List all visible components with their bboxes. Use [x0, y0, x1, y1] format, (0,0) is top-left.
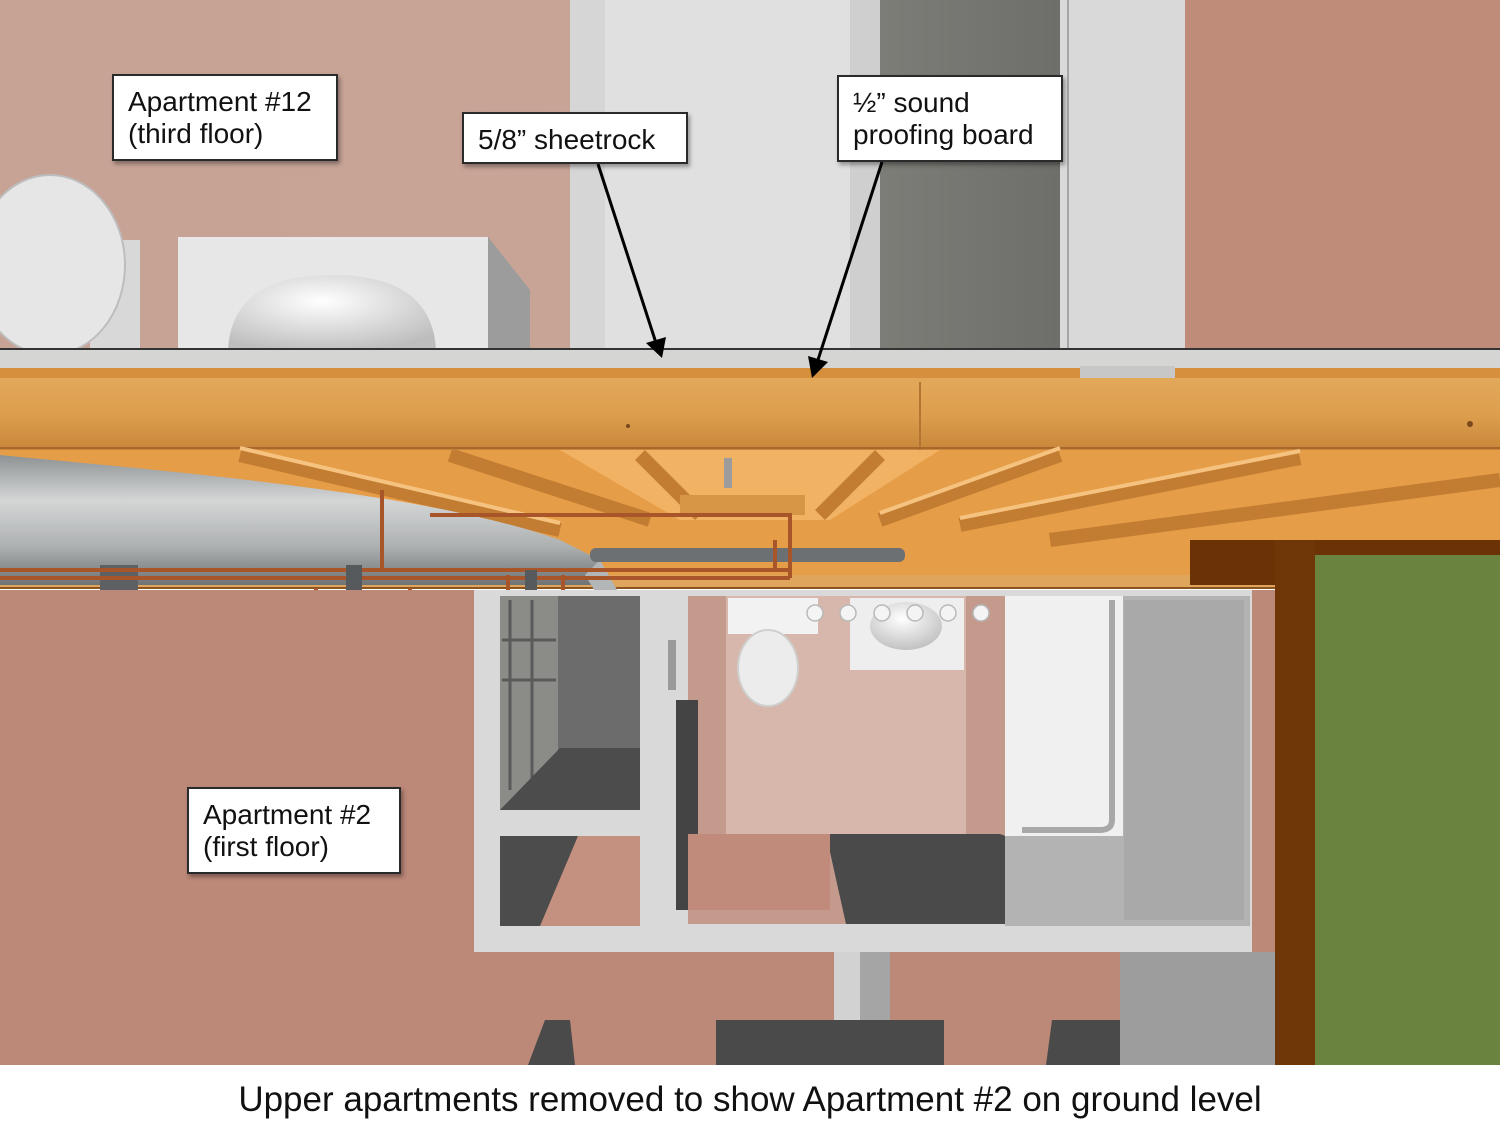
- label-apartment-12-line2: (third floor): [128, 118, 264, 149]
- label-apartment-2-line2: (first floor): [203, 831, 329, 862]
- upper-partition-face: [605, 0, 850, 350]
- callout-arrows: [596, 161, 884, 367]
- label-sheetrock: 5/8” sheetrock: [462, 112, 688, 164]
- label-sound-board: ½” sound proofing board: [837, 75, 1063, 162]
- upper-partition-right: [1060, 0, 1185, 350]
- upper-partition-edge: [850, 0, 880, 350]
- floor-sheetrock-layer: [0, 348, 1500, 368]
- sheetrock-arrow-head: [646, 337, 666, 358]
- label-sound-board-line1: ½” sound: [853, 87, 970, 118]
- figure-caption: Upper apartments removed to show Apartme…: [0, 1065, 1500, 1125]
- shower-stall: [1005, 596, 1123, 836]
- label-apartment-2-line1: Apartment #2: [203, 799, 372, 830]
- drain-pipe: [590, 548, 905, 562]
- exterior-green-wall: [1315, 555, 1500, 1065]
- upper-partition-left: [570, 0, 610, 350]
- floor-joists: [238, 448, 1500, 547]
- sink-basin: [228, 275, 436, 350]
- hvac-duct: [0, 455, 600, 585]
- floor-beam: [0, 378, 1500, 450]
- label-apartment-12: Apartment #12 (third floor): [112, 74, 338, 161]
- door-frame: [1275, 540, 1315, 1065]
- label-sheetrock-line1: 5/8” sheetrock: [478, 124, 656, 155]
- upper-doorway: [880, 0, 1060, 350]
- label-apartment-12-line1: Apartment #12: [128, 86, 312, 117]
- soundboard-arrow-head: [808, 356, 828, 378]
- label-sound-board-line2: proofing board: [853, 119, 1034, 150]
- label-apartment-2: Apartment #2 (first floor): [187, 787, 401, 874]
- sound-board: [0, 368, 1080, 380]
- upper-wall-right: [1185, 0, 1500, 360]
